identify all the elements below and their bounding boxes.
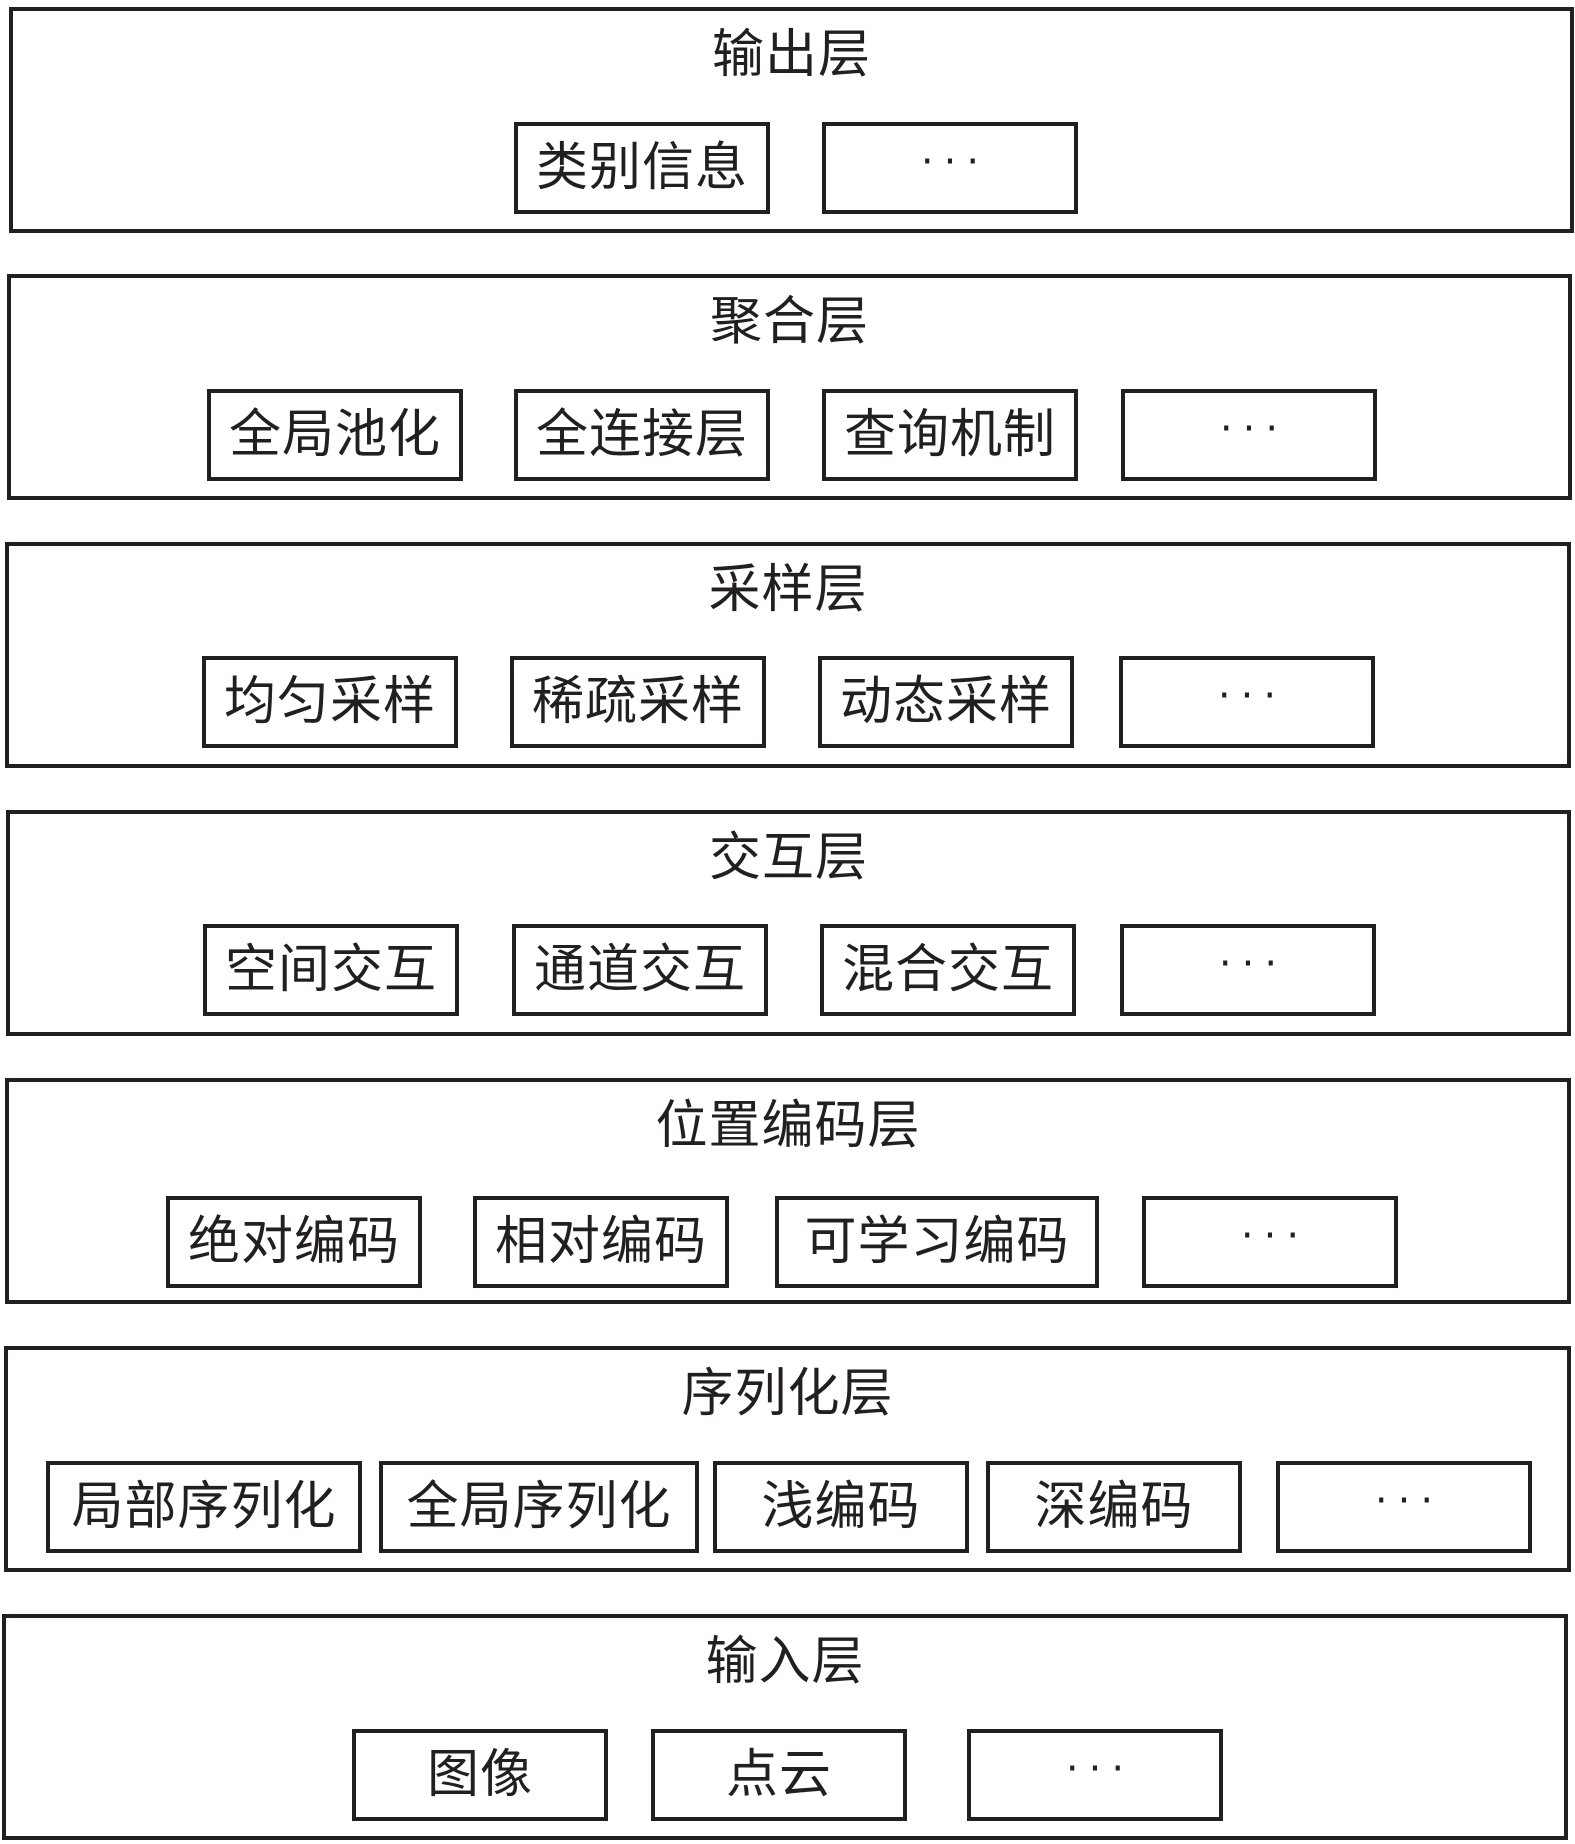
layer-item-box: 点云 [651,1729,907,1821]
layer-item-box: 全局池化 [207,389,463,481]
layer-item-box: 类别信息 [514,122,770,214]
layer-item-box: 全局序列化 [379,1461,699,1553]
layer-title: 交互层 [708,828,868,888]
layer-input: 输入层 图像 点云 ··· [2,1614,1568,1840]
more-items-box: ··· [1120,924,1376,1016]
layer-item-box: 绝对编码 [166,1196,422,1288]
layer-item-box: 均匀采样 [202,656,458,748]
layer-item-box: 浅编码 [713,1461,969,1553]
layer-title: 输出层 [711,25,871,85]
more-items-box: ··· [1121,389,1377,481]
layer-aggregation: 聚合层 全局池化 全连接层 查询机制 ··· [7,274,1572,500]
layer-item-box: 全连接层 [514,389,770,481]
layer-item-box: 相对编码 [473,1196,729,1288]
layer-item-box: 深编码 [986,1461,1242,1553]
layer-title: 输入层 [705,1632,865,1692]
layer-item-box: 混合交互 [820,924,1076,1016]
layer-item-box: 动态采样 [818,656,1074,748]
layer-item-box: 稀疏采样 [510,656,766,748]
more-items-box: ··· [967,1729,1223,1821]
layer-item-box: 空间交互 [203,924,459,1016]
layer-sampling: 采样层 均匀采样 稀疏采样 动态采样 ··· [5,542,1571,768]
layer-item-box: 通道交互 [512,924,768,1016]
layer-item-box: 局部序列化 [46,1461,362,1553]
layer-title: 位置编码层 [655,1096,921,1156]
layer-item-box: 可学习编码 [775,1196,1099,1288]
more-items-box: ··· [822,122,1078,214]
layer-item-box: 图像 [352,1729,608,1821]
layer-title: 聚合层 [709,292,869,352]
layer-position-encoding: 位置编码层 绝对编码 相对编码 可学习编码 ··· [5,1078,1571,1304]
more-items-box: ··· [1142,1196,1398,1288]
more-items-box: ··· [1119,656,1375,748]
layer-title: 序列化层 [681,1364,894,1424]
layer-output: 输出层 类别信息 ··· [9,7,1574,233]
layer-title: 采样层 [708,560,868,620]
layer-serialization: 序列化层 局部序列化 全局序列化 浅编码 深编码 ··· [4,1346,1571,1572]
layer-item-box: 查询机制 [822,389,1078,481]
more-items-box: ··· [1276,1461,1532,1553]
layer-interaction: 交互层 空间交互 通道交互 混合交互 ··· [6,810,1571,1036]
